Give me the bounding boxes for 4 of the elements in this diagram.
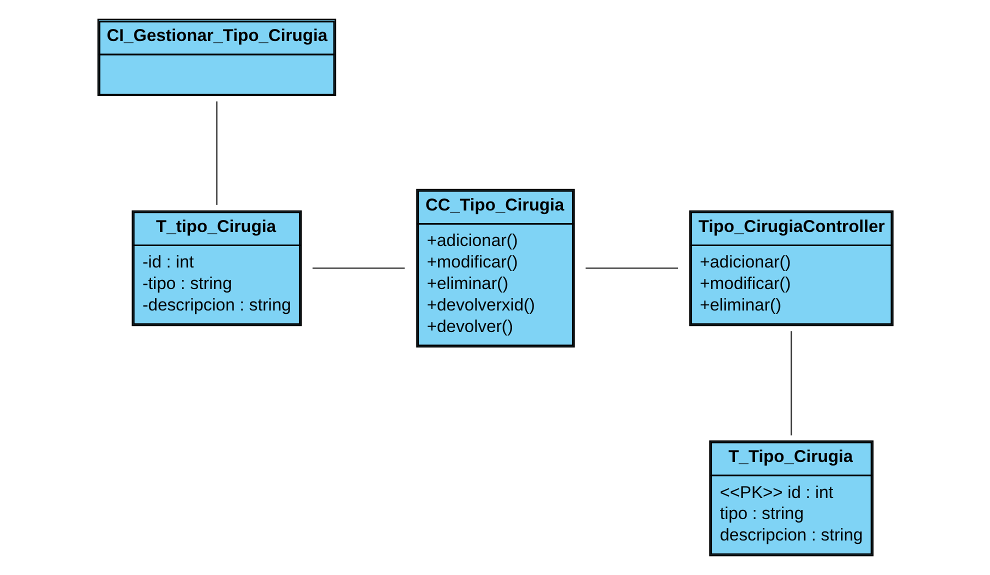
connector [790, 331, 792, 436]
connector [312, 268, 404, 269]
connector [216, 101, 217, 205]
connector [585, 268, 678, 269]
